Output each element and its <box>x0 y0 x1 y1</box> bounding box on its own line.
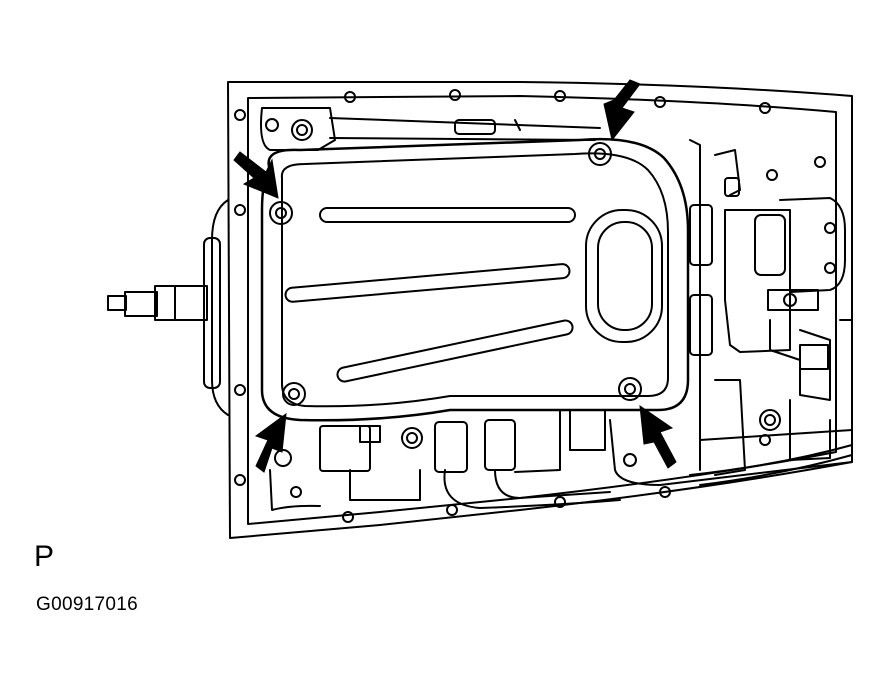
case-bolt-holes <box>235 90 835 522</box>
upper-bracket <box>261 108 600 150</box>
output-shaft <box>108 200 228 415</box>
view-label: P <box>34 540 55 573</box>
oil-strainer <box>262 139 688 420</box>
arrow-right-lower <box>640 406 676 468</box>
arrow-left-lower <box>256 414 286 472</box>
arrow-top <box>604 80 640 140</box>
bolt-arrows <box>234 80 676 472</box>
figure-code: G00917016 <box>36 594 139 615</box>
case-inner-rim <box>248 96 836 524</box>
strainer-bolts <box>270 143 641 405</box>
arrow-left-upper <box>234 152 278 198</box>
lower-solenoids <box>270 410 852 510</box>
valve-body-components <box>690 140 852 485</box>
